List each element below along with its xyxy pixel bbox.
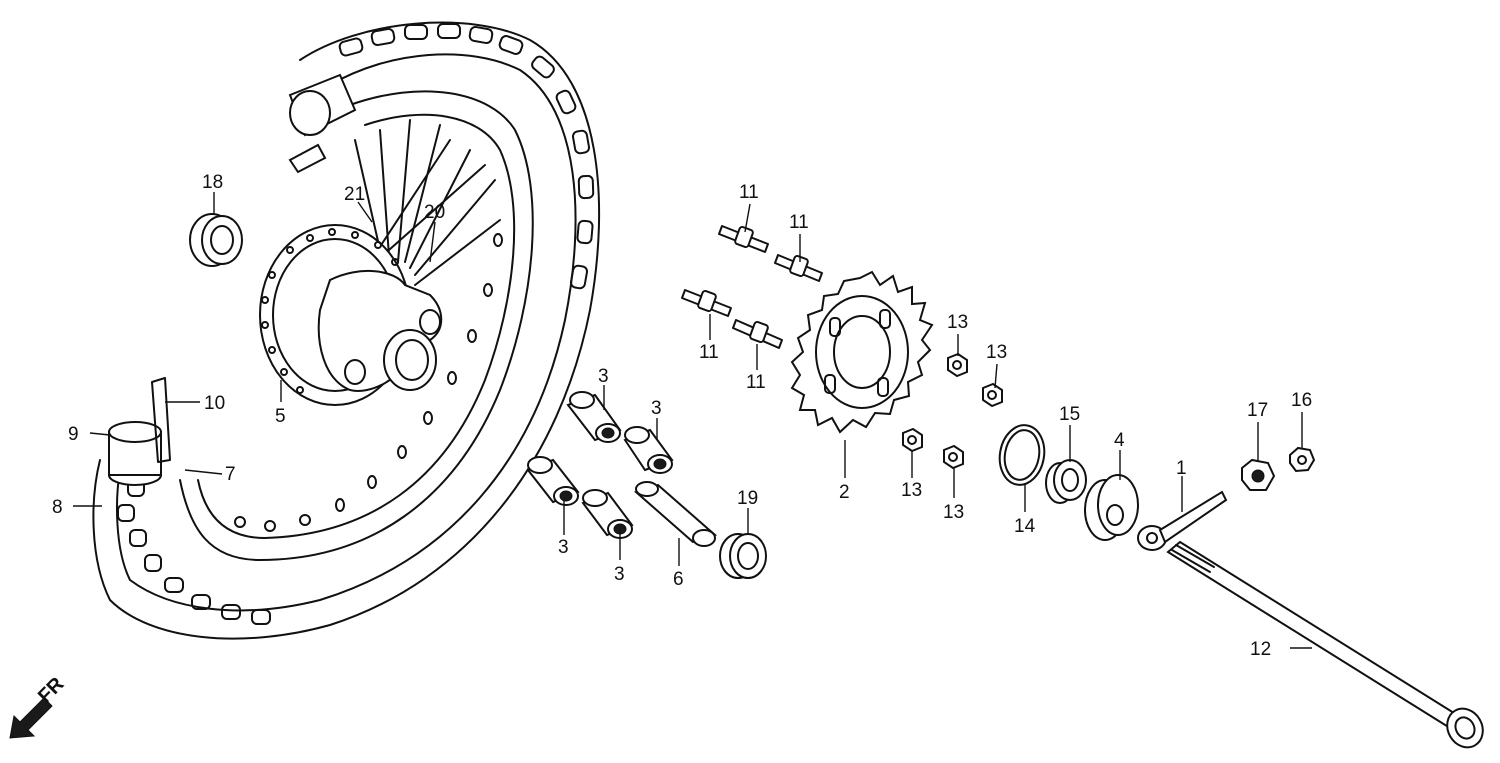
callout-11d: 11	[746, 372, 766, 393]
nut-13c	[902, 427, 923, 453]
callout-3d: 3	[614, 564, 625, 585]
nut-13b	[982, 382, 1003, 408]
callout-2: 2	[839, 482, 850, 503]
collar-3d	[581, 489, 634, 539]
rim-spoke-holes	[234, 233, 503, 532]
collar-3b	[623, 426, 674, 474]
callout-6: 6	[673, 569, 684, 590]
callout-17: 17	[1247, 400, 1268, 421]
callout-10: 10	[204, 393, 225, 414]
bearing-19	[719, 533, 767, 579]
callout-4: 4	[1114, 430, 1125, 451]
callout-12: 12	[1250, 639, 1271, 660]
nut-13d	[943, 444, 964, 470]
callout-11a: 11	[739, 182, 759, 203]
rim	[179, 90, 534, 561]
bearing-18	[189, 213, 243, 267]
stud-11d	[732, 319, 783, 349]
callout-8: 8	[52, 497, 63, 518]
callout-13d: 13	[943, 502, 964, 523]
callout-11c: 11	[699, 342, 719, 363]
stud-11a	[718, 225, 769, 253]
cap-nut-16	[1289, 446, 1316, 473]
nut-13a	[947, 352, 968, 378]
callout-7: 7	[225, 464, 236, 485]
callout-labels: 1 2 3 3 3 3 4 5 6 7 8 9 10 11 11 11 11 1…	[52, 172, 1312, 660]
callout-14: 14	[1014, 516, 1036, 537]
callout-19: 19	[737, 488, 758, 509]
nut-17	[1241, 458, 1276, 491]
callout-11b: 11	[789, 212, 809, 233]
stud-11b	[774, 254, 823, 282]
chain-adjuster-1	[1137, 490, 1228, 551]
callout-20: 20	[424, 202, 445, 223]
stud-11c	[681, 289, 732, 317]
spokes	[354, 119, 501, 286]
tube-valve	[288, 73, 357, 174]
callout-15: 15	[1059, 404, 1080, 425]
callout-13c: 13	[901, 480, 922, 501]
disc-holes	[261, 228, 399, 394]
callout-18: 18	[202, 172, 223, 193]
dust-seal-4	[1084, 474, 1139, 541]
axle-12	[1166, 540, 1484, 749]
sprocket-2	[790, 270, 934, 434]
rim-band	[151, 377, 171, 463]
callout-21: 21	[344, 184, 365, 205]
collar-3a	[566, 391, 622, 443]
arrow-down-left-icon	[9, 697, 53, 739]
tire-tread	[117, 23, 595, 625]
callout-3c: 3	[558, 537, 569, 558]
bearing-15	[1045, 459, 1087, 504]
callout-3a: 3	[598, 366, 609, 387]
leader-lines	[73, 192, 1312, 649]
collar-3c	[526, 456, 580, 506]
valve-cap	[108, 421, 162, 486]
distance-collar-6	[634, 481, 717, 547]
callout-1: 1	[1176, 458, 1187, 479]
callout-3b: 3	[651, 398, 662, 419]
callout-5: 5	[275, 406, 286, 427]
callout-16: 16	[1291, 390, 1312, 411]
callout-13b: 13	[986, 342, 1007, 363]
callout-13a: 13	[947, 312, 968, 333]
circlip-14	[998, 424, 1046, 486]
front-direction-indicator: FR	[9, 673, 69, 739]
hub	[259, 224, 443, 406]
callout-9: 9	[68, 424, 79, 445]
